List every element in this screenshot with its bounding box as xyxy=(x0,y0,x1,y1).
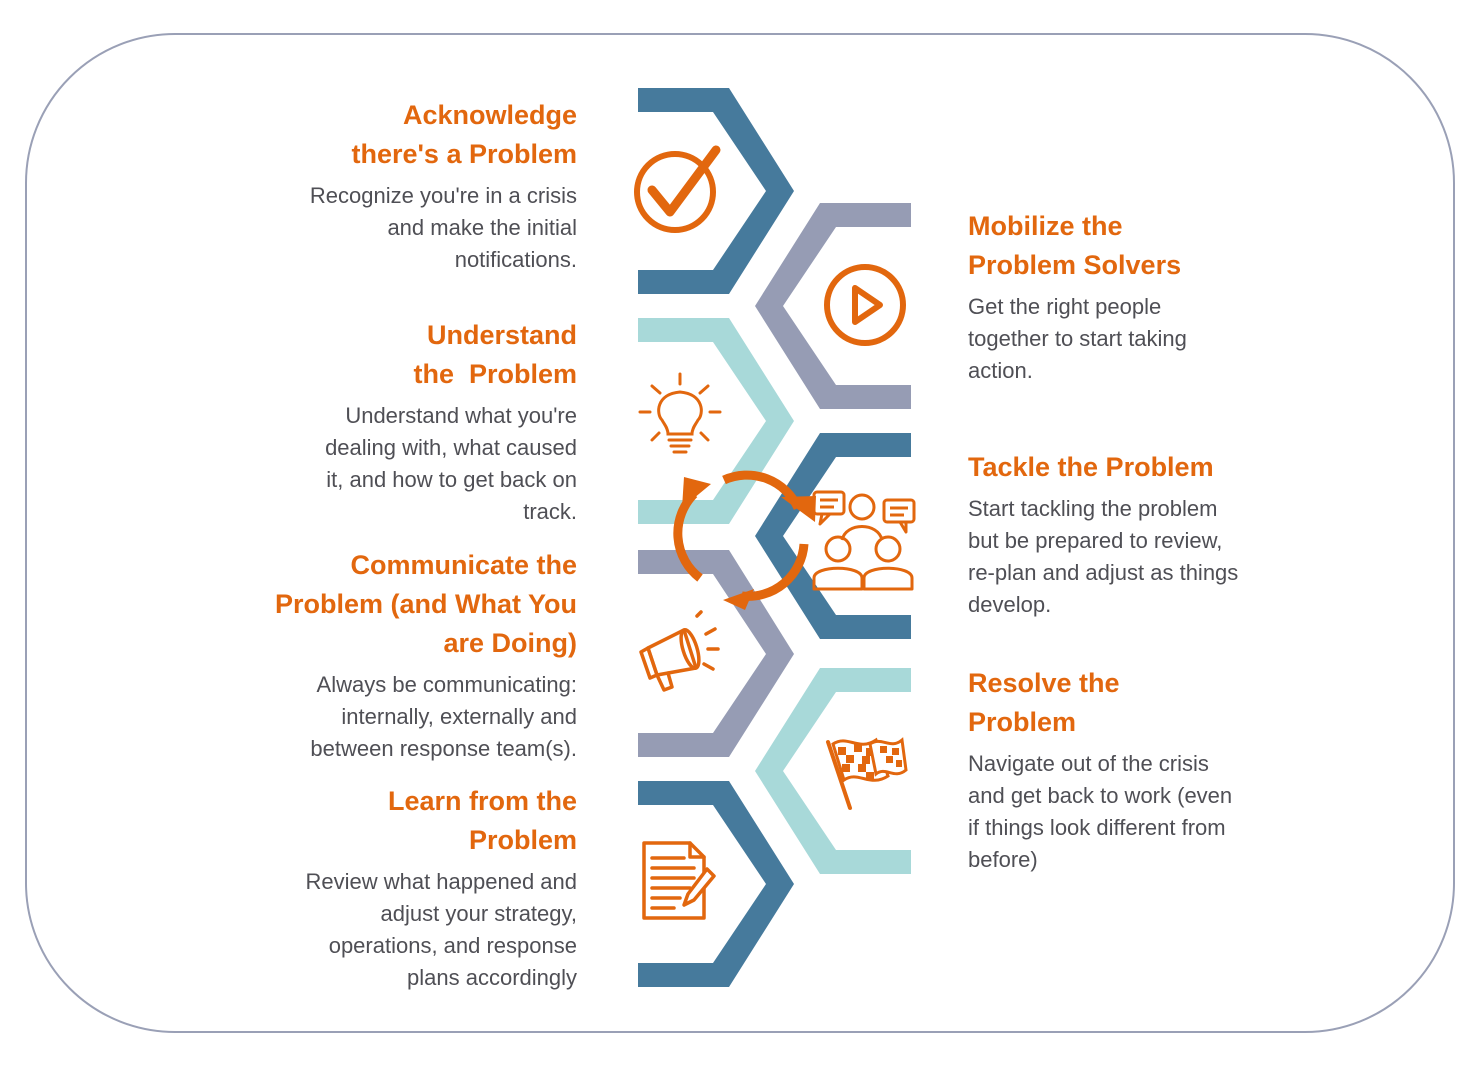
cycle-arrowheads xyxy=(682,477,816,610)
checkered-flag-icon xyxy=(826,737,908,810)
lightbulb-icon xyxy=(638,372,722,454)
step-tackle: Tackle the Problem Start tackling the pr… xyxy=(968,448,1298,621)
chevron-communicate xyxy=(638,550,794,757)
chevron-learn xyxy=(638,781,794,987)
play-icon xyxy=(824,264,906,346)
chevron-mobilize xyxy=(755,203,911,409)
chevron-tackle xyxy=(755,433,911,639)
step-title: Tackle the Problem xyxy=(968,452,1214,482)
rounded-frame xyxy=(25,33,1455,1033)
people-meeting-icon xyxy=(812,490,916,591)
checkmark-icon xyxy=(634,145,721,233)
chevron-acknowledge xyxy=(638,88,794,294)
document-edit-icon xyxy=(642,841,716,920)
megaphone-icon xyxy=(639,610,720,692)
chevron-resolve xyxy=(755,668,911,874)
step-description: Always be communicating:internally, exte… xyxy=(310,672,577,761)
